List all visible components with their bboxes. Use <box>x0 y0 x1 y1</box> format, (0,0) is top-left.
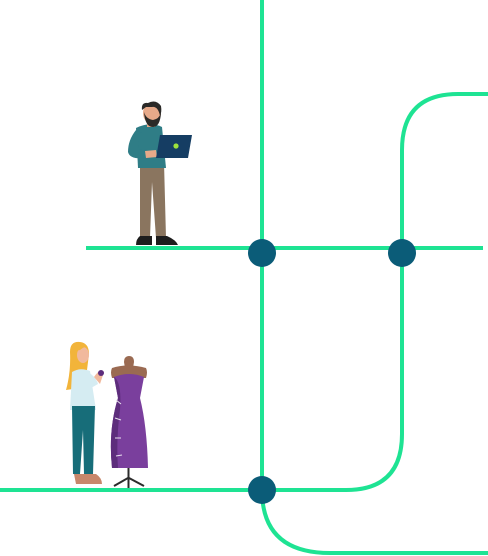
man-hair <box>141 101 162 116</box>
man-pants <box>140 162 166 238</box>
stand-leg <box>128 477 145 487</box>
woman-shoes <box>74 474 102 484</box>
woman-fringe <box>75 345 88 351</box>
right-branch-line <box>0 92 488 492</box>
junction-node <box>388 239 416 267</box>
vertical-line-main <box>260 0 488 555</box>
mannequin-pole <box>127 468 130 480</box>
pin <box>115 399 122 405</box>
junction-node <box>248 239 276 267</box>
mannequin-shoulders <box>111 365 147 378</box>
man-shoe-right <box>156 236 178 245</box>
network-nodes <box>248 239 416 504</box>
pin <box>115 454 123 457</box>
woman-arm <box>85 371 98 388</box>
woman-head <box>77 347 89 363</box>
mannequin-neck <box>124 356 134 368</box>
man-beard <box>144 112 161 127</box>
stand-leg <box>113 477 129 487</box>
man-arm <box>128 130 148 159</box>
woman-pants <box>72 406 95 474</box>
pin <box>114 417 122 421</box>
man-hand <box>145 150 157 158</box>
laptop-logo <box>173 143 179 149</box>
tailor-woman-illustration <box>66 341 104 484</box>
mannequin-legs <box>113 477 145 488</box>
man-with-laptop-illustration <box>128 101 192 245</box>
dress-pins <box>114 399 123 457</box>
fabric-swatch <box>98 370 104 376</box>
dress-mannequin-illustration <box>110 356 148 488</box>
junction-node <box>248 476 276 504</box>
dress-shade <box>110 377 121 468</box>
man-shoe-left <box>136 236 152 245</box>
